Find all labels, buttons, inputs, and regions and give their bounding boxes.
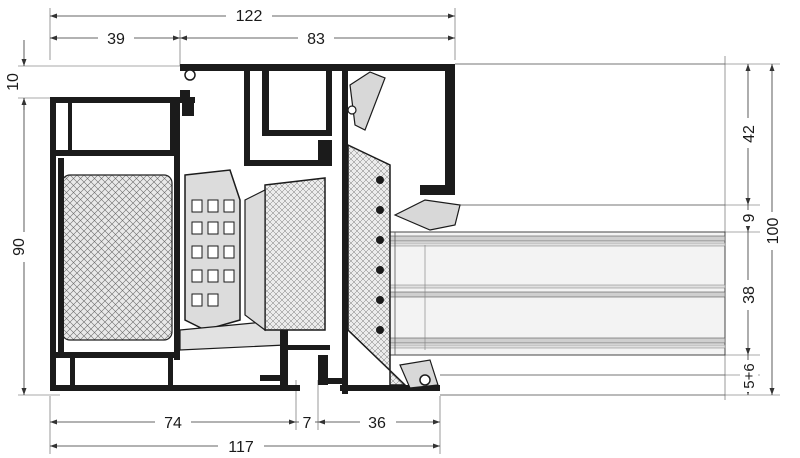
dim-right-9: 9 — [741, 213, 758, 222]
dim-right-56: 5+6 — [741, 363, 758, 388]
left-outer-frame — [50, 90, 300, 391]
dim-bottom-left: 74 — [164, 415, 182, 432]
dim-top-total: 122 — [236, 8, 263, 25]
dim-bottom-right: 36 — [368, 415, 386, 432]
dim-bottom-total: 117 — [228, 439, 254, 456]
dim-right-38: 38 — [741, 286, 758, 304]
glazing-unit — [389, 63, 726, 396]
dim-right-total: 100 — [765, 218, 782, 245]
dim-top-right: 83 — [307, 31, 325, 48]
dim-left-height: 90 — [11, 238, 28, 256]
glazing-bead-gasket — [184, 69, 461, 389]
dim-left-top: 10 — [5, 73, 22, 91]
dimension-labels: 122 39 83 74 7 36 117 10 90 42 9 38 5+6 … — [5, 6, 782, 456]
dim-bottom-mid: 7 — [303, 415, 312, 432]
sash-profile — [180, 64, 455, 394]
dim-right-42: 42 — [741, 125, 758, 143]
dim-top-left: 39 — [107, 31, 125, 48]
